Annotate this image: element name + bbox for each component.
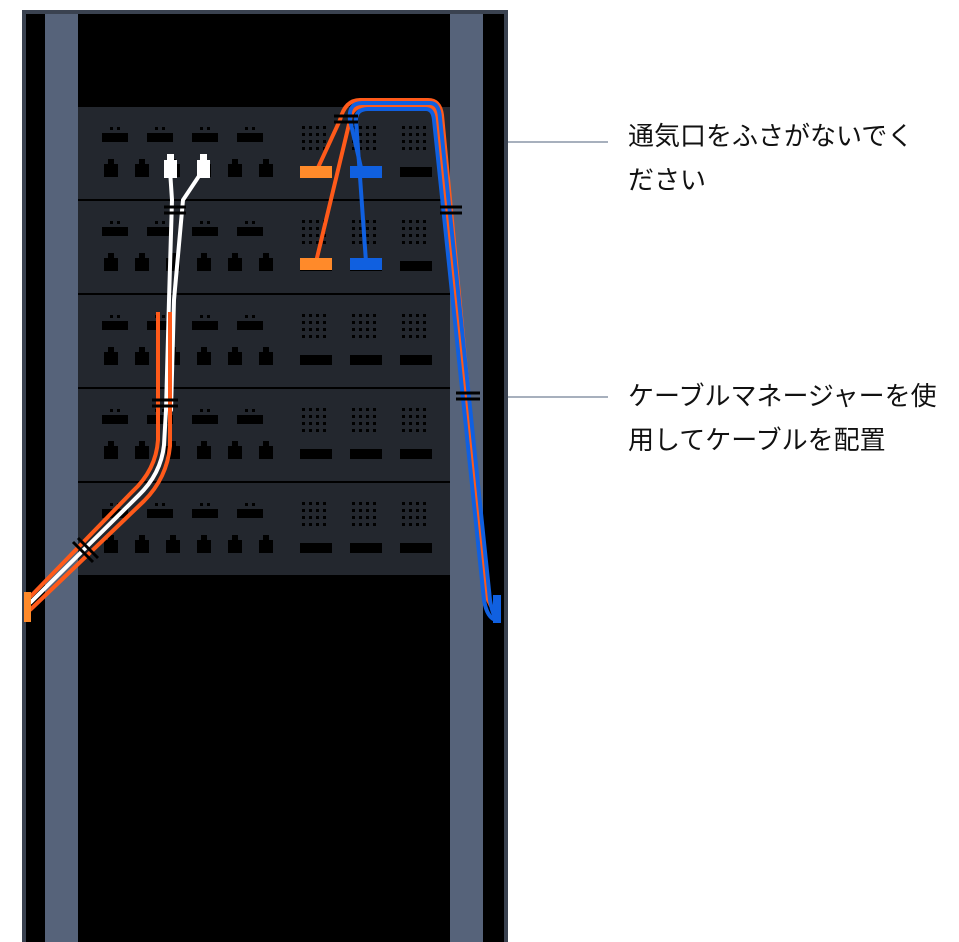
ethernet-port: [237, 503, 263, 518]
fiber-port: [400, 126, 432, 177]
orange-cable-bundle-left: [24, 312, 172, 622]
orange-loop-cable: [314, 98, 500, 621]
ethernet-port: [192, 127, 218, 142]
rj45-port: [135, 441, 149, 459]
rj45-port: [259, 347, 273, 365]
ethernet-port: [237, 315, 263, 330]
fiber-connector-icon: [24, 592, 31, 622]
fiber-connector-icon: [493, 595, 501, 623]
fiber-port: [300, 408, 332, 459]
fiber-connector-icon: [300, 166, 332, 178]
rj45-port: [197, 441, 211, 459]
rj45-port: [259, 535, 273, 553]
cable-tie-icon: [71, 536, 100, 564]
rj45-port: [197, 347, 211, 365]
rj45-port: [104, 253, 118, 271]
fiber-port: [350, 314, 382, 365]
rj45-port: [135, 535, 149, 553]
ethernet-port: [237, 127, 263, 142]
ethernet-port: [192, 221, 218, 236]
rj45-port: [228, 159, 242, 177]
ethernet-port: [192, 315, 218, 330]
white-patch-cables: [164, 154, 210, 412]
rj45-port: [166, 535, 180, 553]
rj45-plug-icon: [197, 160, 210, 178]
ethernet-port: [192, 409, 218, 424]
rj45-port: [135, 347, 149, 365]
ethernet-port: [102, 409, 128, 424]
rj45-port: [228, 441, 242, 459]
ethernet-port: [147, 503, 173, 518]
upper-right-loop: [300, 98, 501, 623]
rj45-port: [135, 159, 149, 177]
ethernet-port: [192, 503, 218, 518]
cable-tie-icon: [164, 205, 186, 215]
white-cable-2: [169, 168, 205, 412]
ethernet-port: [102, 315, 128, 330]
rj45-port: [104, 441, 118, 459]
ethernet-port: [147, 127, 173, 142]
rj45-port: [104, 347, 118, 365]
cables: [24, 98, 501, 623]
rj45-port: [197, 253, 211, 271]
rj45-port: [259, 441, 273, 459]
callout-vent-warning: 通気口をふさがないでく ださい: [628, 122, 914, 196]
white-cable-merged: [28, 409, 168, 605]
rj45-port: [259, 253, 273, 271]
rack-rail-left: [45, 14, 78, 942]
fiber-connector-icon: [350, 258, 382, 270]
fiber-connector-icon: [350, 166, 382, 178]
ethernet-port: [102, 221, 128, 236]
blue-loop-cable-2: [354, 107, 497, 622]
rj45-port: [228, 253, 242, 271]
rj45-port: [197, 535, 211, 553]
cable-tie-icon: [456, 391, 480, 401]
rack-unit-panel: [78, 295, 450, 387]
ethernet-port: [102, 127, 128, 142]
fiber-port: [350, 408, 382, 459]
fiber-port: [350, 502, 382, 553]
fiber-port: [400, 314, 432, 365]
cable-ties: [71, 114, 480, 564]
ethernet-port: [147, 221, 173, 236]
rack-unit-panel: [78, 389, 450, 481]
callout-cable-manager: ケーブルマネージャーを使 用してケーブルを配置: [628, 382, 937, 456]
ethernet-port: [237, 409, 263, 424]
fiber-port: [400, 408, 432, 459]
rj45-port: [135, 253, 149, 271]
orange-cable-left-1: [28, 312, 160, 599]
cable-tie-icon: [440, 205, 462, 215]
fiber-port: [400, 502, 432, 553]
orange-cable-left-2: [28, 312, 172, 612]
fiber-port: [400, 220, 432, 271]
rj45-port: [228, 535, 242, 553]
rack-unit-panel: [78, 201, 450, 293]
rj45-port: [259, 159, 273, 177]
fiber-port: [300, 314, 332, 365]
fiber-connector-icon: [300, 258, 332, 270]
rj45-plug-icon: [164, 160, 177, 178]
rj45-port: [104, 159, 118, 177]
fiber-port: [300, 502, 332, 553]
cable-tie-icon: [152, 398, 178, 408]
rack-units: [78, 107, 450, 575]
cable-tie-icon: [334, 114, 358, 124]
rack-unit-panel: [78, 107, 450, 199]
ethernet-port: [237, 221, 263, 236]
white-cable-1: [164, 168, 175, 412]
rj45-port: [228, 347, 242, 365]
rj45-port: [104, 535, 118, 553]
rack-unit-panel: [78, 483, 450, 575]
callout-lines: [508, 141, 608, 398]
